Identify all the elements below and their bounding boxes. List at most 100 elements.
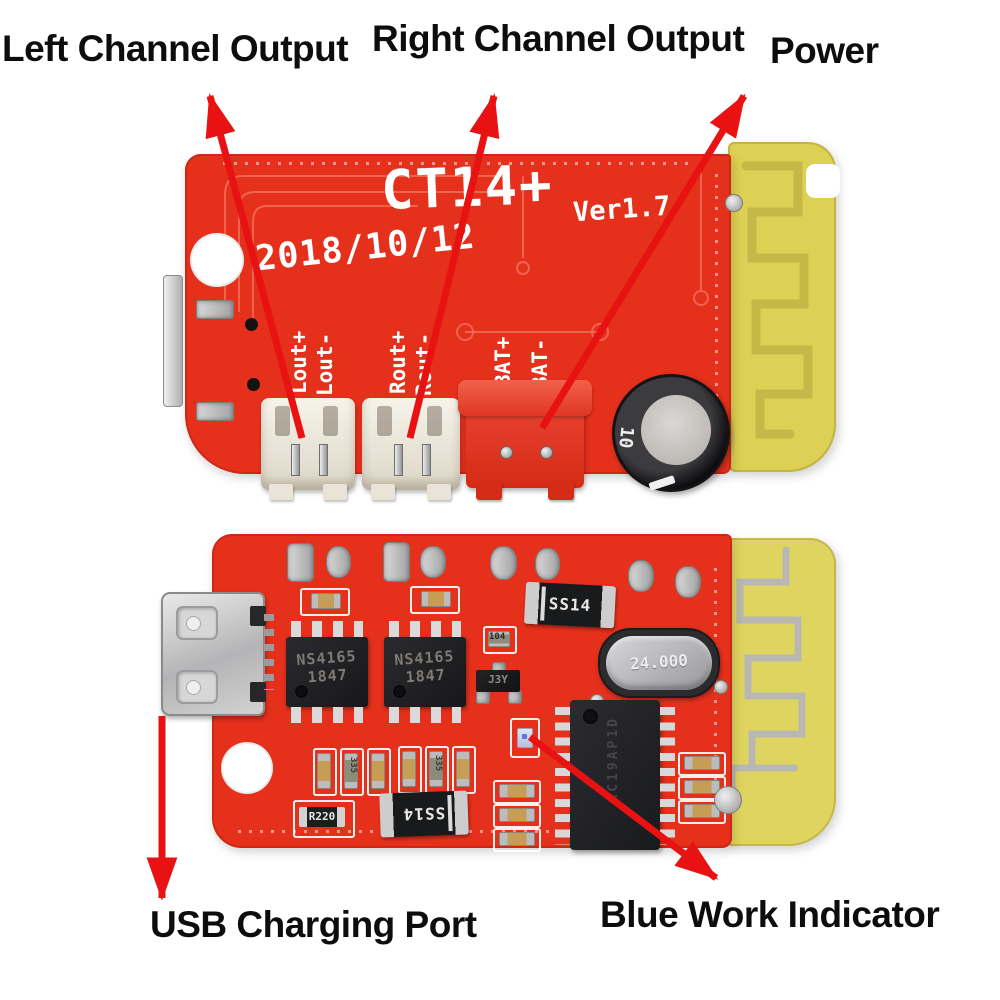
- through-hole: [245, 318, 258, 331]
- capacitor-stripe: [648, 475, 676, 491]
- transistor-leg: [508, 690, 522, 704]
- usb-clip: [250, 682, 266, 702]
- crystal-lead: [714, 680, 728, 694]
- smd-capacitor-pad: [410, 586, 460, 614]
- amp-chip-marking: NS4165 1847: [295, 646, 358, 687]
- usb-port-edge: [163, 275, 183, 407]
- pin1-dot: [295, 685, 308, 698]
- transistor-body: J3Y: [476, 670, 520, 692]
- solder-blob: [287, 543, 314, 582]
- resistor-marking: R220: [308, 810, 336, 824]
- bluetooth-main-chip: AC19AP1D: [555, 700, 675, 850]
- mounting-hole: [190, 233, 244, 287]
- right-channel-connector: [362, 398, 460, 500]
- cap-335-marking: 335: [433, 754, 444, 772]
- pin-label-lout-minus: Lout-: [313, 332, 337, 396]
- smd-capacitor-cluster: [678, 752, 726, 824]
- pin-label-lout-plus: Lout+: [287, 330, 311, 394]
- smd-capacitor: [311, 593, 341, 609]
- smd-capacitor-cluster: 335: [313, 748, 391, 796]
- chip-pins: [291, 707, 363, 723]
- usb-anchor-pad: [196, 300, 234, 319]
- connector-pin: [422, 444, 431, 476]
- smd-capacitor: [421, 591, 451, 607]
- label-power: Power: [770, 30, 879, 71]
- led-chip: [517, 728, 533, 748]
- pin1-dot: [583, 709, 598, 724]
- label-left-channel-output: Left Channel Output: [2, 28, 349, 69]
- diode-marking: SS14: [402, 803, 446, 824]
- left-channel-connector: [261, 398, 355, 500]
- antenna-section-bottom: [724, 538, 836, 846]
- solder-blob: [326, 546, 351, 578]
- cap-104-pad: 104: [483, 626, 517, 654]
- usb-shield-punch: [176, 670, 218, 704]
- solder-blob: [535, 548, 560, 580]
- connector-flange: [458, 380, 592, 416]
- pin-label-rout-plus: Rout+: [386, 330, 410, 394]
- solder-blob: [628, 560, 654, 592]
- cap-104-marking: 104: [489, 632, 506, 642]
- connector-foot: [269, 484, 293, 500]
- crystal-body: [606, 636, 712, 690]
- connector-pin: [319, 444, 328, 476]
- transistor-marking: J3Y: [488, 673, 508, 686]
- resistor-r220: R220: [299, 807, 345, 827]
- smd-capacitor-cluster: 335: [398, 746, 476, 794]
- connector-foot: [548, 482, 574, 500]
- through-hole: [247, 378, 260, 391]
- antenna-notch: [806, 164, 840, 198]
- connector-pin: [540, 446, 553, 459]
- smd-capacitor-cluster: [493, 780, 541, 852]
- usb-anchor-pad: [196, 402, 234, 421]
- main-chip-marking: AC19AP1D: [606, 716, 621, 803]
- connector-foot: [476, 482, 502, 500]
- chip-pins: [389, 707, 461, 723]
- label-usb-charging-port: USB Charging Port: [150, 904, 477, 945]
- antenna-feed-post: [714, 786, 742, 814]
- transistor-j3y: J3Y: [474, 662, 522, 704]
- solder-blob: [420, 546, 446, 578]
- usb-shield-punch: [176, 606, 218, 640]
- solder-blob: [675, 566, 701, 598]
- crystal-oscillator: 24.000: [598, 628, 720, 698]
- label-right-channel-output: Right Channel Output: [372, 18, 745, 59]
- electrolytic-capacitor: 10: [612, 374, 730, 492]
- chip-pins: [291, 621, 363, 637]
- micro-usb-port: [161, 592, 266, 716]
- chip-pins: [660, 707, 675, 845]
- connector-foot: [427, 484, 451, 500]
- connector-pin: [394, 444, 403, 476]
- cap-104: [488, 631, 510, 647]
- usb-clip: [250, 606, 266, 626]
- cap-335-marking: 335: [348, 756, 359, 774]
- antenna-trace-top: [741, 161, 813, 439]
- pin-label-bat-plus: BAT+: [491, 336, 515, 387]
- capacitor-top: [641, 395, 711, 465]
- pin1-dot: [393, 685, 406, 698]
- silk-dots-right-edge: [714, 568, 717, 818]
- diode-ss14-bottom: SS14: [379, 790, 469, 838]
- capacitor-marking: 10: [614, 425, 638, 450]
- diode-ss14-top: SS14: [523, 581, 617, 629]
- label-blue-work-indicator: Blue Work Indicator: [600, 894, 940, 935]
- usb-pins: [264, 614, 274, 690]
- connector-slot: [377, 406, 392, 436]
- connector-foot: [323, 484, 347, 500]
- transistor-leg: [476, 690, 490, 704]
- antenna-via: [725, 194, 743, 212]
- bottom-board: NS4165 1847 NS4165 1847 104 J3Y: [158, 528, 842, 862]
- connector-pin: [291, 444, 300, 476]
- mounting-hole: [221, 742, 273, 794]
- connector-pin: [500, 446, 513, 459]
- amp-chip-1: NS4165 1847: [286, 621, 368, 723]
- amp-chip-2: NS4165 1847: [384, 621, 466, 723]
- connector-slot: [427, 406, 442, 436]
- pin-label-bat-minus: BAT-: [528, 338, 552, 389]
- smd-capacitor-pad: [300, 588, 350, 616]
- diode-marking: SS14: [548, 594, 592, 616]
- amp-chip-marking: NS4165 1847: [393, 646, 456, 687]
- blue-work-led: [510, 718, 540, 758]
- power-connector: [458, 380, 592, 500]
